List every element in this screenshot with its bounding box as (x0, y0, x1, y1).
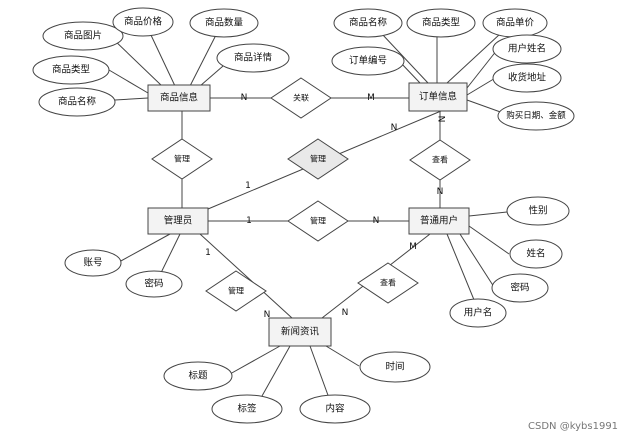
attribute-product-detail: 商品详情 (216, 43, 290, 73)
entity-admin: 管理员 (147, 207, 209, 235)
svg-text:商品价格: 商品价格 (124, 16, 163, 28)
svg-text:商品类型: 商品类型 (422, 17, 461, 29)
entity-product: 商品信息 (147, 84, 211, 112)
attribute-user-username: 用户名 (449, 298, 507, 328)
svg-text:标签: 标签 (237, 403, 257, 415)
watermark-text: CSDN @kybs1991 (528, 421, 618, 432)
entity-user: 普通用户 (408, 207, 470, 235)
attribute-user-password: 密码 (491, 273, 549, 303)
svg-text:商品名称: 商品名称 (58, 96, 97, 108)
cardinality-user-news-user: M (409, 242, 417, 252)
entity-label: 普通用户 (420, 215, 458, 227)
entity-label: 商品信息 (160, 92, 198, 104)
attribute-order-username: 用户姓名 (492, 34, 562, 64)
cardinality-product-order-order: M (367, 93, 375, 103)
attribute-news-tag: 标签 (211, 394, 283, 424)
attribute-news-title: 标题 (163, 361, 233, 391)
entity-label: 新闻资讯 (281, 326, 320, 338)
svg-text:时间: 时间 (385, 361, 404, 373)
svg-text:商品单价: 商品单价 (496, 17, 535, 29)
attribute-user-gender: 性别 (506, 196, 570, 226)
relationship-user-news: 查看 (357, 262, 419, 304)
svg-text:标题: 标题 (188, 370, 208, 382)
cardinality-admin-user-admin: 1 (246, 216, 252, 226)
svg-text:用户名: 用户名 (464, 307, 493, 319)
cardinality-admin-order-order: N (391, 123, 398, 133)
attribute-user-name: 姓名 (509, 239, 563, 269)
svg-text:商品详情: 商品详情 (234, 52, 273, 64)
relationship-admin-user: 管理 (287, 200, 349, 242)
svg-text:购买日期、金额: 购买日期、金额 (506, 110, 566, 121)
svg-text:收货地址: 收货地址 (508, 72, 547, 84)
attribute-product-price: 商品价格 (112, 7, 174, 37)
attribute-order-date-amount: 购买日期、金额 (497, 101, 575, 131)
relationship-label: 管理 (310, 154, 326, 164)
relationship-product-order: 关联 (270, 77, 332, 119)
attribute-order-number: 订单编号 (331, 46, 405, 76)
svg-text:商品数量: 商品数量 (205, 17, 244, 29)
relationship-label: 管理 (310, 216, 326, 226)
relationship-label: 管理 (174, 154, 190, 164)
attribute-product-quantity: 商品数量 (189, 8, 259, 38)
attribute-order-product-name: 商品名称 (333, 8, 403, 38)
attribute-order-unit-price: 商品单价 (482, 8, 548, 38)
relationship-admin-news: 管理 (205, 270, 267, 312)
attribute-product-name: 商品名称 (38, 87, 116, 117)
relationship-admin-product: 管理 (151, 138, 213, 180)
attribute-news-time: 时间 (359, 351, 431, 383)
svg-text:订单编号: 订单编号 (349, 55, 387, 67)
attribute-admin-password: 密码 (125, 270, 183, 298)
svg-text:密码: 密码 (144, 278, 163, 290)
cardinality-labels: N M 1 N 1 N N N 1 N M N (205, 93, 448, 320)
svg-text:密码: 密码 (510, 282, 529, 294)
relationship-label: 查看 (432, 155, 448, 165)
cardinality-admin-order-admin: 1 (245, 181, 251, 191)
attribute-news-content: 内容 (299, 394, 371, 424)
svg-text:商品图片: 商品图片 (64, 30, 102, 42)
svg-text:账号: 账号 (83, 258, 102, 269)
cardinality-user-order-user: N (437, 187, 444, 197)
relationship-label: 查看 (380, 278, 396, 288)
relationship-label: 管理 (228, 286, 244, 296)
relationship-user-order: 查看 (409, 139, 471, 181)
entity-news: 新闻资讯 (268, 317, 332, 347)
cardinality-user-news-news: N (342, 308, 349, 318)
relationship-label: 关联 (293, 93, 309, 103)
entity-label: 管理员 (164, 215, 193, 227)
attribute-order-product-type: 商品类型 (406, 8, 476, 38)
relationship-admin-order: 管理 (287, 138, 349, 180)
attribute-product-image: 商品图片 (42, 21, 124, 51)
entity-label: 订单信息 (419, 91, 457, 103)
cardinality-user-order-order: N (438, 116, 448, 123)
svg-text:姓名: 姓名 (526, 248, 545, 260)
entity-order: 订单信息 (408, 82, 468, 112)
cardinality-product-order-product: N (241, 93, 248, 103)
cardinality-admin-user-user: N (373, 216, 380, 226)
svg-text:用户姓名: 用户姓名 (508, 43, 546, 55)
svg-text:商品类型: 商品类型 (52, 64, 91, 76)
attribute-product-type: 商品类型 (32, 55, 110, 85)
attribute-admin-account: 账号 (64, 249, 122, 277)
svg-text:内容: 内容 (325, 403, 345, 415)
cardinality-admin-news-news: N (264, 310, 271, 320)
svg-text:商品名称: 商品名称 (349, 17, 388, 29)
cardinality-admin-news-admin: 1 (205, 248, 211, 258)
svg-text:性别: 性别 (528, 205, 547, 217)
attribute-order-address: 收货地址 (492, 63, 562, 93)
